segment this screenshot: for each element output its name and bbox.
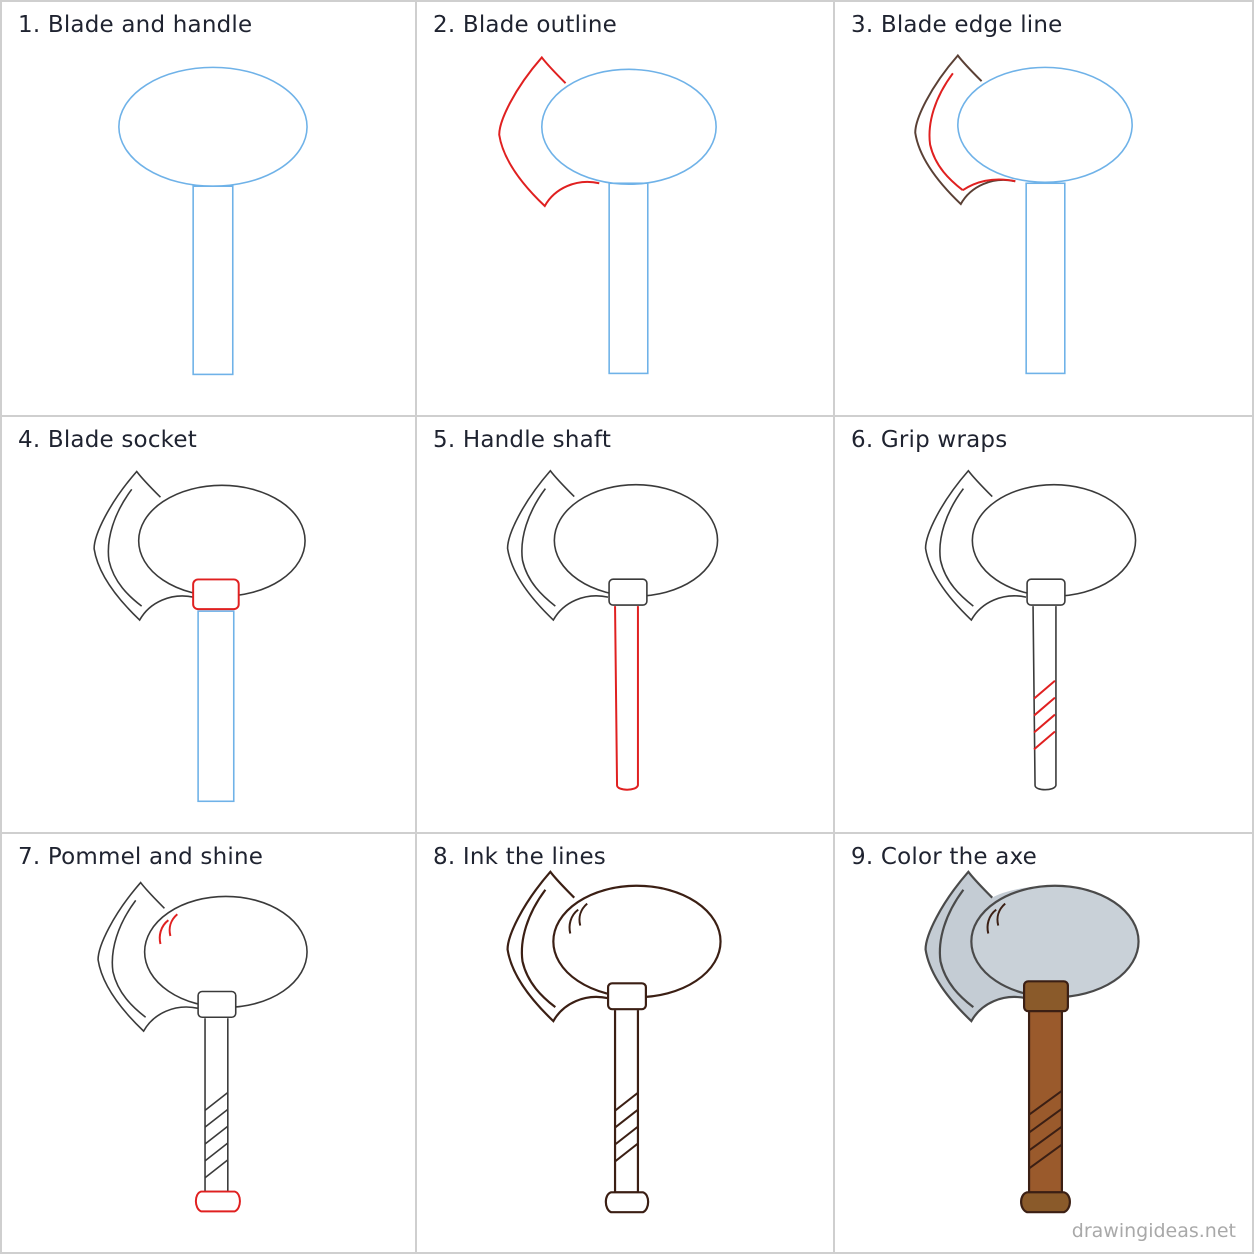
grip-wrap-line — [614, 1108, 639, 1129]
grip-wrap-line — [614, 1142, 639, 1163]
shine-mark — [168, 913, 178, 937]
blade-edge-line — [520, 889, 557, 1009]
blade-guide-oval — [541, 68, 717, 186]
blade-guide-oval — [957, 66, 1133, 184]
grip-wrap-line — [614, 1125, 639, 1146]
step-4-drawing — [93, 470, 306, 803]
blade-guide-oval — [118, 66, 308, 188]
step-8-caption: 8. Ink the lines — [433, 844, 606, 870]
step-8-drawing — [506, 870, 722, 1214]
blade-oval — [552, 884, 722, 999]
grip-wraps — [1033, 679, 1056, 751]
blade-outline — [97, 881, 199, 1033]
blade-outline — [914, 53, 1016, 206]
step-7-panel: 7. Pommel and shine — [0, 834, 417, 1254]
blade-socket — [1026, 578, 1066, 606]
blade-edge-line — [521, 488, 556, 607]
handle-shaft — [614, 606, 639, 791]
step-2-caption: 2. Blade outline — [433, 12, 617, 38]
step-7-caption: 7. Pommel and shine — [18, 844, 264, 870]
grip-wrap-line — [204, 1091, 229, 1111]
step-9-drawing — [924, 870, 1140, 1214]
step-7-drawing — [97, 881, 308, 1213]
blade-edge-join — [962, 178, 1016, 192]
blade-edge-line — [111, 899, 147, 1018]
blade-socket — [1022, 980, 1069, 1013]
grip-wrap-line — [1033, 713, 1056, 734]
handle-shaft — [204, 1018, 229, 1193]
grip-wrap-line — [1028, 1143, 1063, 1170]
handle-guide-rect — [1025, 182, 1066, 375]
step-3-drawing — [914, 53, 1133, 375]
blade-edge-line — [107, 488, 143, 607]
blade-socket — [192, 578, 240, 611]
step-8-panel: 8. Ink the lines — [417, 834, 835, 1254]
shine-marks — [158, 913, 178, 945]
handle-guide-rect — [608, 182, 649, 375]
step-1-caption: 1. Blade and handle — [18, 12, 253, 38]
step-6-panel: 6. Grip wraps — [835, 417, 1254, 834]
step-4-caption: 4. Blade socket — [18, 427, 197, 453]
blade-outline — [924, 469, 1027, 622]
step-5-caption: 5. Handle shaft — [433, 427, 612, 453]
blade-edge-line — [938, 889, 975, 1009]
blade-socket — [606, 982, 647, 1011]
step-5-drawing — [506, 469, 719, 791]
blade-outline — [506, 870, 609, 1023]
handle-guide-rect — [197, 610, 235, 803]
shine-mark — [996, 902, 1006, 926]
shine-marks — [568, 902, 588, 934]
grip-wrap-line — [1028, 1125, 1063, 1152]
shine-mark — [158, 919, 170, 945]
blade-outline — [506, 469, 609, 622]
watermark: drawingideas.net — [1071, 1220, 1236, 1242]
step-3-caption: 3. Blade edge line — [851, 12, 1063, 38]
handle-guide-rect — [192, 185, 234, 376]
blade-outline — [93, 470, 195, 622]
step-9-panel: 9. Color the axe drawingideas.net — [835, 834, 1254, 1254]
blade-socket — [197, 990, 237, 1019]
step-9-caption: 9. Color the axe — [851, 844, 1038, 870]
blade-edge-line — [939, 488, 974, 607]
step-1-drawing — [118, 66, 308, 376]
step-6-caption: 6. Grip wraps — [851, 427, 1008, 453]
shine-mark — [986, 908, 997, 934]
grip-wrap-line — [204, 1142, 229, 1162]
step-2-panel: 2. Blade outline — [417, 0, 835, 417]
blade-outline — [924, 870, 1027, 1023]
pommel — [1020, 1191, 1071, 1214]
grip-wrap-line — [1033, 696, 1056, 717]
step-4-panel: 4. Blade socket — [0, 417, 417, 834]
pommel — [194, 1190, 241, 1213]
blade-outline — [498, 55, 600, 208]
shine-mark — [568, 908, 579, 934]
step-2-drawing — [498, 55, 717, 375]
grip-wrap-line — [614, 1091, 639, 1112]
step-3-panel: 3. Blade edge line — [835, 0, 1254, 417]
grip-wrap-line — [204, 1125, 229, 1145]
pommel — [604, 1191, 650, 1214]
shine-marks — [986, 902, 1006, 934]
grip-wrap-line — [1028, 1107, 1063, 1134]
handle-shaft — [1032, 606, 1057, 791]
blade-socket — [608, 578, 648, 606]
grip-wrap-line — [204, 1108, 229, 1128]
grip-wrap-line — [1033, 679, 1056, 700]
grip-wrap-line — [1033, 730, 1056, 751]
grip-wraps — [1028, 1089, 1063, 1170]
step-6-drawing — [924, 469, 1137, 791]
step-1-panel: 1. Blade and handle — [0, 0, 417, 417]
grip-wrap-line — [1028, 1089, 1063, 1116]
step-5-panel: 5. Handle shaft — [417, 417, 835, 834]
grip-wraps — [204, 1091, 229, 1179]
grip-wraps — [614, 1091, 639, 1163]
grip-wrap-line — [204, 1159, 229, 1179]
blade-edge-line — [928, 72, 964, 191]
shine-mark — [578, 902, 588, 926]
